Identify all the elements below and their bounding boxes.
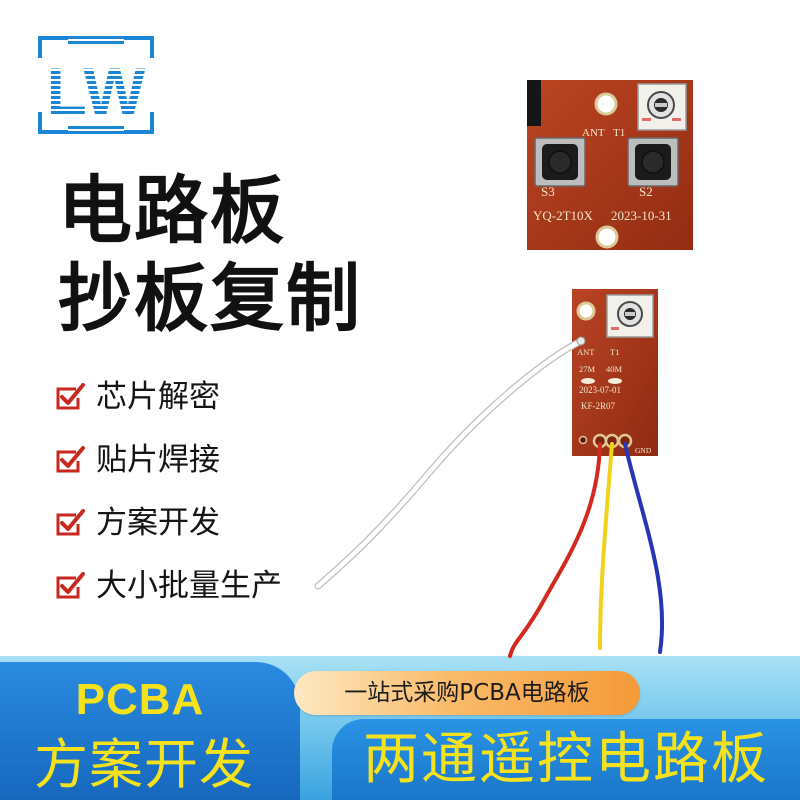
product-title: 两通遥控电路板: [363, 726, 769, 792]
silkscreen-date: 2023-07-01: [579, 385, 621, 395]
banner-pcba-label: PCBA: [75, 675, 205, 724]
silkscreen-t1: T1: [610, 347, 619, 357]
banner-dev-label: 方案开发: [34, 733, 254, 796]
via-hole: [578, 435, 588, 445]
check-icon: [56, 509, 85, 536]
trimmer-potentiometer-icon: [606, 294, 654, 338]
silkscreen-model: KF-2R07: [581, 401, 616, 411]
feature-list: 芯片解密 贴片焊接 方案开发 大小批量生产: [54, 378, 354, 630]
banner-left-panel: PCBA 方案开发: [0, 662, 300, 800]
silkscreen-model: YQ-2T10X: [533, 208, 594, 223]
check-icon: [56, 383, 85, 410]
solder-jumper-pad: [608, 378, 622, 384]
silkscreen-date: 2023-10-31: [611, 208, 672, 223]
check-icon: [56, 446, 85, 473]
feature-label: 芯片解密: [96, 379, 220, 415]
silkscreen-ant: ANT: [582, 127, 605, 139]
check-icon: [56, 572, 85, 599]
feature-item: 贴片焊接: [54, 441, 354, 504]
antenna-wire: [314, 336, 586, 590]
silkscreen-s3: S3: [541, 184, 555, 199]
tactile-button-s2-icon: [627, 137, 679, 187]
headline-line-2: 抄板复制: [58, 256, 362, 342]
silkscreen-s2: S2: [639, 184, 653, 199]
logo-stripe-bands: [68, 36, 124, 134]
mount-hole-icon: [595, 225, 619, 249]
remote-pcb-board-1: ANT T1 S3 S2 YQ-2T10X 2023-10-31: [527, 80, 693, 250]
yellow-wire: [598, 442, 614, 650]
trimmer-potentiometer-icon: [637, 83, 687, 131]
feature-label: 方案开发: [96, 505, 220, 541]
feature-label: 贴片焊接: [96, 442, 220, 478]
silkscreen-gnd: GND: [635, 446, 652, 455]
red-wire: [508, 442, 602, 658]
solder-jumper-pad: [581, 378, 595, 384]
one-stop-purchase-pill: 一站式采购PCBA电路板: [294, 671, 640, 715]
silkscreen-freq-27m: 27M: [579, 364, 596, 374]
silkscreen-t1: T1: [613, 127, 625, 139]
blue-wire: [623, 442, 665, 654]
feature-item: 方案开发: [54, 504, 354, 567]
mount-hole-icon: [594, 92, 618, 116]
banner-right-panel: 两通遥控电路板: [332, 719, 800, 800]
silkscreen-freq-40m: 40M: [606, 364, 623, 374]
lw-logo: LW: [38, 36, 154, 134]
pill-label: 一站式采购PCBA电路板: [344, 680, 590, 706]
silkscreen-ant: ANT: [577, 347, 595, 357]
remote-pcb-board-2: ANT T1 27M 40M 2023-07-01 KF-2R07 GND: [572, 289, 658, 456]
logo-frame: [38, 36, 154, 134]
tactile-button-s3-icon: [534, 137, 586, 187]
pcb-edge-contact: [527, 80, 541, 126]
mount-hole-icon: [576, 301, 596, 321]
feature-item: 大小批量生产: [54, 567, 354, 630]
feature-label: 大小批量生产: [96, 568, 282, 604]
headline-line-1: 电路板: [58, 168, 286, 254]
feature-item: 芯片解密: [54, 378, 354, 441]
logo-text: LW: [47, 54, 147, 128]
